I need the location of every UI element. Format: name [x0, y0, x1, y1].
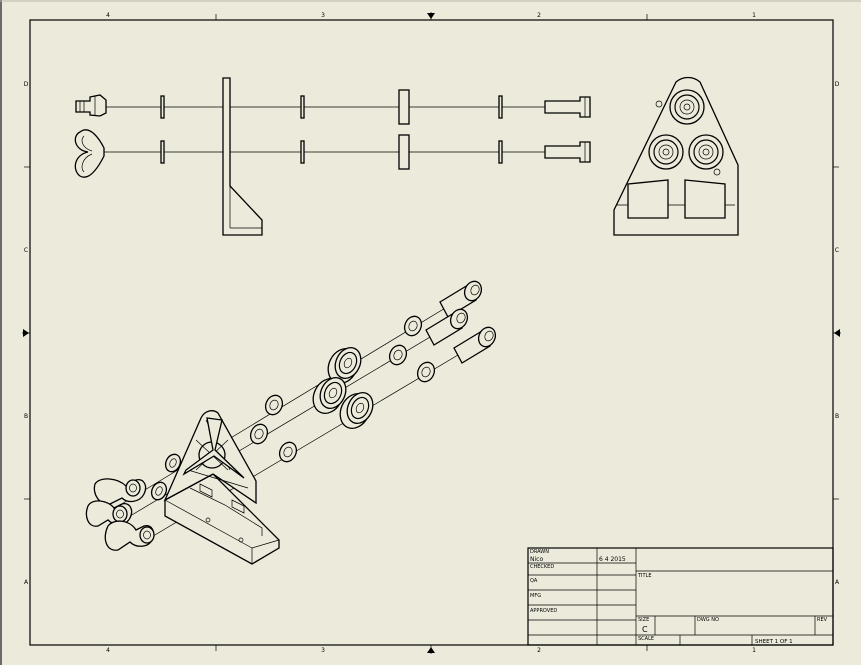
zone-row-left-d: D: [24, 81, 29, 88]
zone-ticks-left: [22, 166, 30, 500]
bracket-plate-iso: [163, 410, 257, 505]
isometric-exploded-view: [85, 280, 497, 565]
washer-iso-1: [164, 453, 182, 473]
spacer-iso-2: [249, 423, 269, 445]
zone-row-left-a: A: [24, 579, 29, 586]
bolt-iso-2: [425, 308, 469, 346]
drawn-date: 6 4 2015: [599, 556, 626, 563]
washer-side-4: [498, 140, 503, 164]
zone-row-right-c: C: [835, 247, 839, 254]
bolt-side-1: [544, 96, 591, 118]
size-value: C: [642, 625, 648, 634]
wing-nut-side: [75, 94, 107, 117]
spacer-side-2: [300, 140, 305, 164]
front-bearing-left: [648, 134, 684, 170]
washer-side-1: [160, 95, 165, 119]
bracket-side: [222, 77, 263, 236]
checked-label: CHECKED: [530, 564, 554, 570]
drawing-border: [29, 19, 834, 646]
zone-col-top-3: 3: [321, 12, 325, 19]
zone-col-top-2: 2: [537, 12, 541, 19]
bearing-side-1: [398, 89, 410, 125]
zone-col-bottom-4: 4: [106, 647, 110, 654]
title-block: DRAWN Nico 6 4 2015 CHECKED QA MFG APPRO…: [527, 547, 834, 646]
drawn-label: DRAWN: [530, 549, 549, 555]
zone-row-right-b: B: [835, 413, 839, 420]
spacer-side-1: [300, 95, 305, 119]
bearing-iso-2: [312, 376, 347, 415]
zone-row-left-b: B: [24, 413, 28, 420]
bearing-iso-3: [339, 391, 374, 430]
qa-label: QA: [530, 578, 538, 584]
zone-col-top-4: 4: [106, 12, 110, 19]
title-label: TITLE: [637, 573, 652, 579]
drawn-by: Nico: [530, 556, 543, 563]
zone-ticks-top: [215, 12, 648, 20]
spacer-iso-1: [264, 394, 284, 416]
spacer-iso-3: [278, 441, 298, 463]
bolt-iso-3: [453, 326, 497, 364]
side-exploded-view: [74, 77, 591, 236]
washer-iso-5: [416, 361, 436, 383]
washer-side-3: [498, 95, 503, 119]
zone-row-right-a: A: [835, 579, 840, 586]
approved-label: APPROVED: [530, 608, 557, 614]
wing-nut-iso-3: [104, 520, 155, 551]
size-label: SIZE: [638, 617, 649, 623]
wing-nut-iso-1: [93, 478, 147, 505]
bearing-side-2: [398, 134, 410, 170]
zone-col-top-1: 1: [752, 12, 756, 19]
bolt-side-2: [544, 141, 591, 163]
wing-nut-front: [74, 129, 105, 178]
zone-col-bottom-2: 2: [537, 647, 541, 654]
washer-iso-3: [403, 315, 423, 337]
scale-label: SCALE: [638, 636, 654, 642]
zone-col-bottom-3: 3: [321, 647, 325, 654]
washer-iso-2: [150, 481, 168, 501]
sheet-number: SHEET 1 OF 1: [755, 639, 793, 645]
front-view: [613, 76, 739, 236]
bolt-iso-1: [439, 280, 483, 318]
zone-ticks-bottom: [215, 645, 648, 654]
washer-iso-4: [388, 344, 408, 366]
mfg-label: MFG: [530, 593, 541, 599]
front-bearing-top: [669, 89, 705, 125]
zone-col-bottom-1: 1: [752, 647, 756, 654]
zone-row-left-c: C: [24, 247, 28, 254]
washer-side-2: [160, 140, 165, 164]
zone-ticks-right: [833, 166, 841, 500]
zone-row-right-d: D: [835, 81, 840, 88]
front-bearing-right: [688, 134, 724, 170]
zone-labels: 4 3 2 1 4 3 2 1 D C B A D C B A: [24, 12, 840, 654]
rev-label: REV: [817, 617, 828, 623]
dwg-no-label: DWG NO: [697, 617, 719, 623]
